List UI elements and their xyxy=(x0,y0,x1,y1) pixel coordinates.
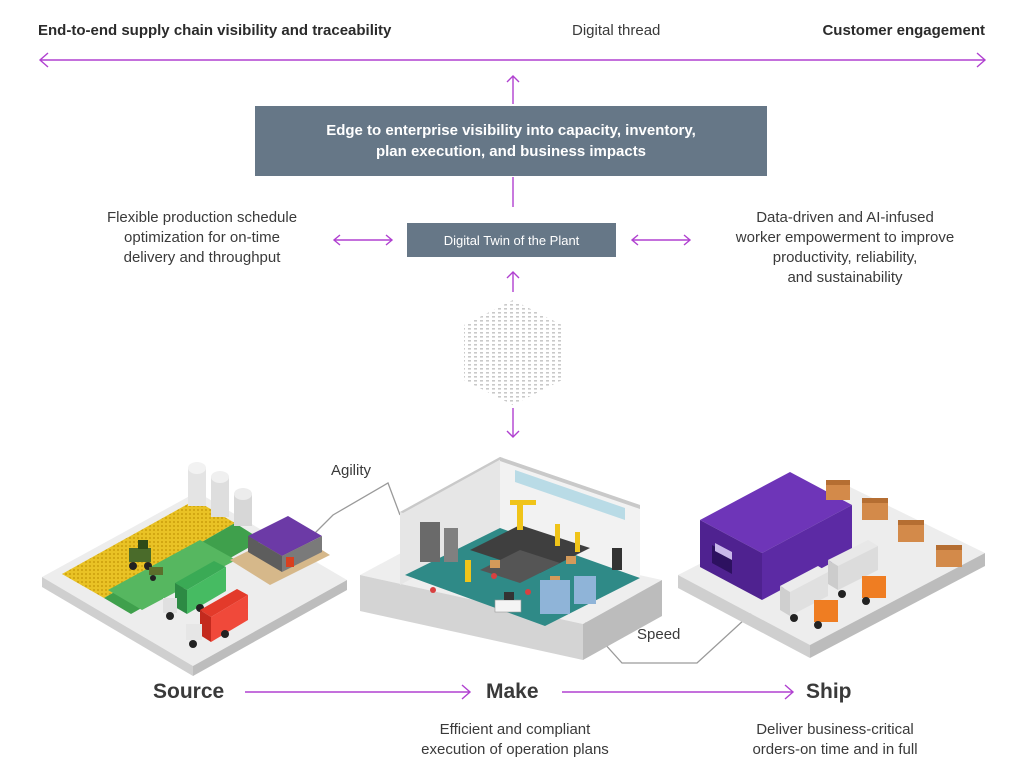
right-benefit-line2: worker empowerment to improve xyxy=(735,229,955,246)
stage-make-label: Make xyxy=(486,680,539,703)
make-desc-line1: Efficient and compliant xyxy=(439,721,591,738)
edge-to-thread-arrow xyxy=(506,75,520,104)
stage-source-label: Source xyxy=(153,680,225,703)
right-benefit-line3: productivity, reliability, xyxy=(772,249,918,266)
header-supply-chain-visibility: End-to-end supply chain visibility and t… xyxy=(38,22,392,39)
digital-twin-box: Digital Twin of the Plant xyxy=(407,223,616,257)
source-to-make-arrow xyxy=(245,684,472,700)
make-factory-illustration xyxy=(360,457,662,660)
left-benefit-line2: optimization for on-time xyxy=(124,229,280,246)
agility-label: Agility xyxy=(331,462,372,479)
edge-box-line2: plan execution, and business impacts xyxy=(375,143,647,160)
speed-label: Speed xyxy=(637,626,681,643)
edge-enterprise-box: Edge to enterprise visibility into capac… xyxy=(255,106,767,176)
cube-to-plant-arrow xyxy=(506,408,520,438)
data-cube-icon xyxy=(464,300,562,405)
right-double-arrow xyxy=(630,234,692,246)
make-to-ship-arrow xyxy=(562,684,795,700)
cube-to-twin-arrow xyxy=(506,271,520,292)
source-farm-illustration xyxy=(42,462,347,676)
ship-warehouse-illustration xyxy=(678,472,985,658)
make-desc-line2: execution of operation plans xyxy=(421,741,609,758)
edge-box-line1: Edge to enterprise visibility into capac… xyxy=(326,122,696,139)
right-benefit-line1: Data-driven and AI-infused xyxy=(756,209,934,226)
ship-desc-line1: Deliver business-critical xyxy=(756,721,914,738)
right-benefit-text: Data-driven and AI-infused worker empowe… xyxy=(700,208,990,288)
header-customer-engagement: Customer engagement xyxy=(822,22,985,39)
ship-description: Deliver business-critical orders-on time… xyxy=(700,720,970,760)
left-benefit-line3: delivery and throughput xyxy=(123,249,281,266)
ship-desc-line2: orders-on time and in full xyxy=(752,741,918,758)
stage-ship-label: Ship xyxy=(806,680,852,703)
header-digital-thread: Digital thread xyxy=(572,22,661,39)
agility-connector xyxy=(307,482,401,541)
make-description: Efficient and compliant execution of ope… xyxy=(380,720,650,760)
digital-thread-arrow xyxy=(38,52,987,68)
left-double-arrow xyxy=(332,234,394,246)
right-benefit-line4: and sustainability xyxy=(787,269,903,286)
left-benefit-line1: Flexible production schedule xyxy=(106,209,298,226)
left-benefit-text: Flexible production schedule optimizatio… xyxy=(72,208,332,268)
